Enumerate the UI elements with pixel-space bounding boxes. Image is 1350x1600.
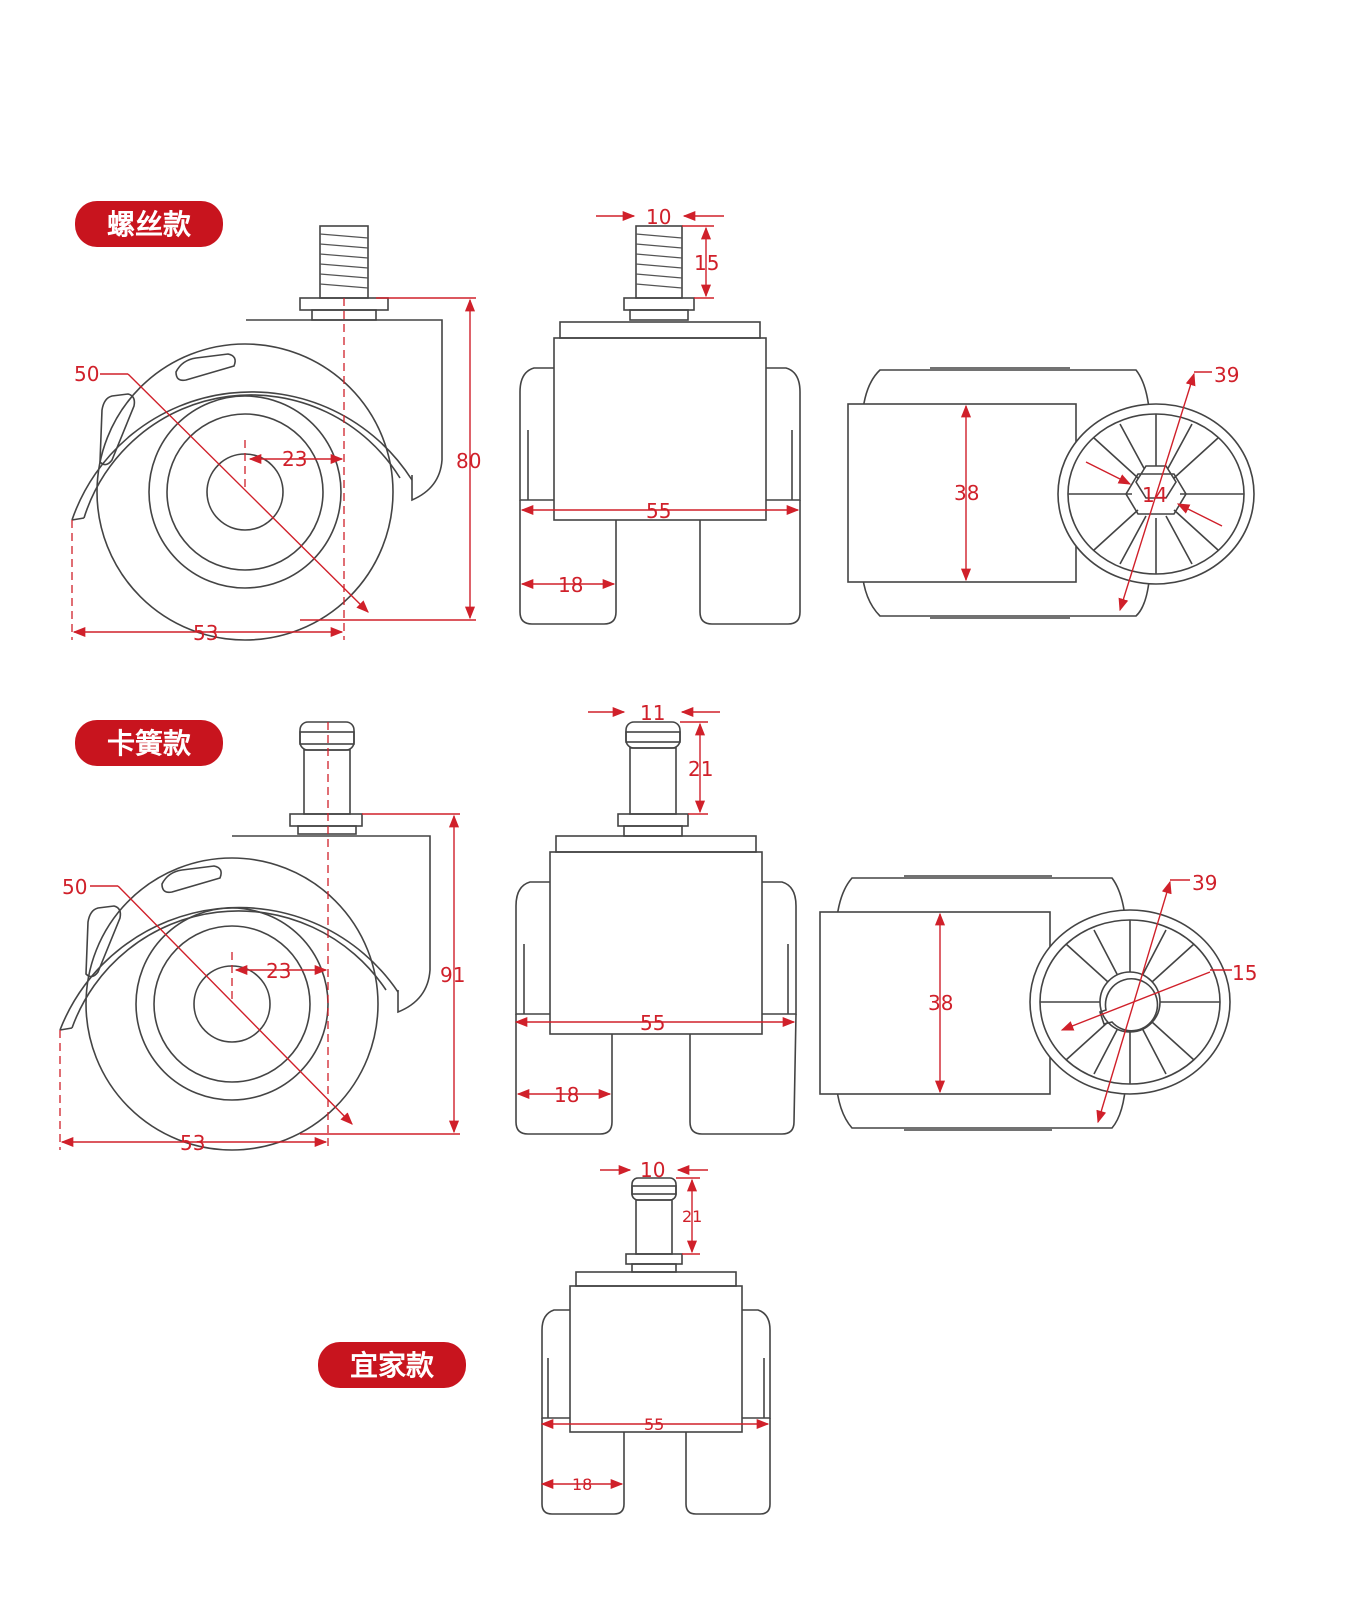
screw-side-view <box>71 225 443 641</box>
screw-stem-dia-label: 10 <box>646 205 671 229</box>
screw-bottom-dia-label: 39 <box>1214 363 1239 387</box>
ikea-front-dims: 10 21 55 18 <box>540 1158 770 1494</box>
spring-side-view <box>59 721 431 1151</box>
screw-side-dims: 50 23 80 53 <box>71 297 481 645</box>
ikea-stem-dia-label: 10 <box>640 1158 665 1182</box>
screw-front-dims: 10 15 55 18 <box>520 205 800 597</box>
screw-depth-label: 53 <box>193 621 218 645</box>
spring-body-label: 38 <box>928 991 953 1015</box>
spring-front-dims: 11 21 55 18 <box>514 701 796 1107</box>
screw-width-label: 55 <box>646 499 671 523</box>
spring-wheel-w-label: 18 <box>554 1083 579 1107</box>
screw-bottom-dims: 38 39 14 <box>954 363 1239 612</box>
spring-height-label: 91 <box>440 963 465 987</box>
screw-body-label: 38 <box>954 481 979 505</box>
spring-bottom-dims: 38 39 15 <box>928 871 1257 1124</box>
badge-ikea-label: 宜家款 <box>350 1349 435 1382</box>
screw-front-view <box>519 225 801 625</box>
screw-bottom-view <box>847 367 1255 619</box>
ikea-width-label: 55 <box>644 1415 664 1434</box>
screw-hub-label: 23 <box>282 447 307 471</box>
screw-height-label: 80 <box>456 449 481 473</box>
spring-bottom-dia-label: 39 <box>1192 871 1217 895</box>
spring-wheel-dia-label: 50 <box>62 875 87 899</box>
badge-spring: 卡簧款 <box>75 720 223 766</box>
badge-screw: 螺丝款 <box>75 201 223 247</box>
badge-spring-label: 卡簧款 <box>107 727 192 760</box>
spring-stem-dia-label: 11 <box>640 701 665 725</box>
spring-bottom-view <box>819 875 1231 1131</box>
screw-wheel-dia-label: 50 <box>74 362 99 386</box>
spring-front-view <box>515 721 797 1135</box>
screw-hex-label: 14 <box>1142 483 1167 507</box>
spring-stem-len-label: 21 <box>688 757 713 781</box>
screw-stem-len-label: 15 <box>694 251 719 275</box>
spring-hub-label: 23 <box>266 959 291 983</box>
badge-ikea: 宜家款 <box>318 1342 466 1388</box>
spring-depth-label: 53 <box>180 1131 205 1155</box>
spring-bore-label: 15 <box>1232 961 1257 985</box>
screw-wheel-w-label: 18 <box>558 573 583 597</box>
ikea-wheel-w-label: 18 <box>572 1475 592 1494</box>
spring-width-label: 55 <box>640 1011 665 1035</box>
badge-screw-label: 螺丝款 <box>107 208 192 241</box>
spring-side-dims: 50 23 91 53 <box>59 722 465 1155</box>
ikea-front-view <box>541 1177 771 1515</box>
ikea-stem-len-label: 21 <box>682 1207 702 1226</box>
